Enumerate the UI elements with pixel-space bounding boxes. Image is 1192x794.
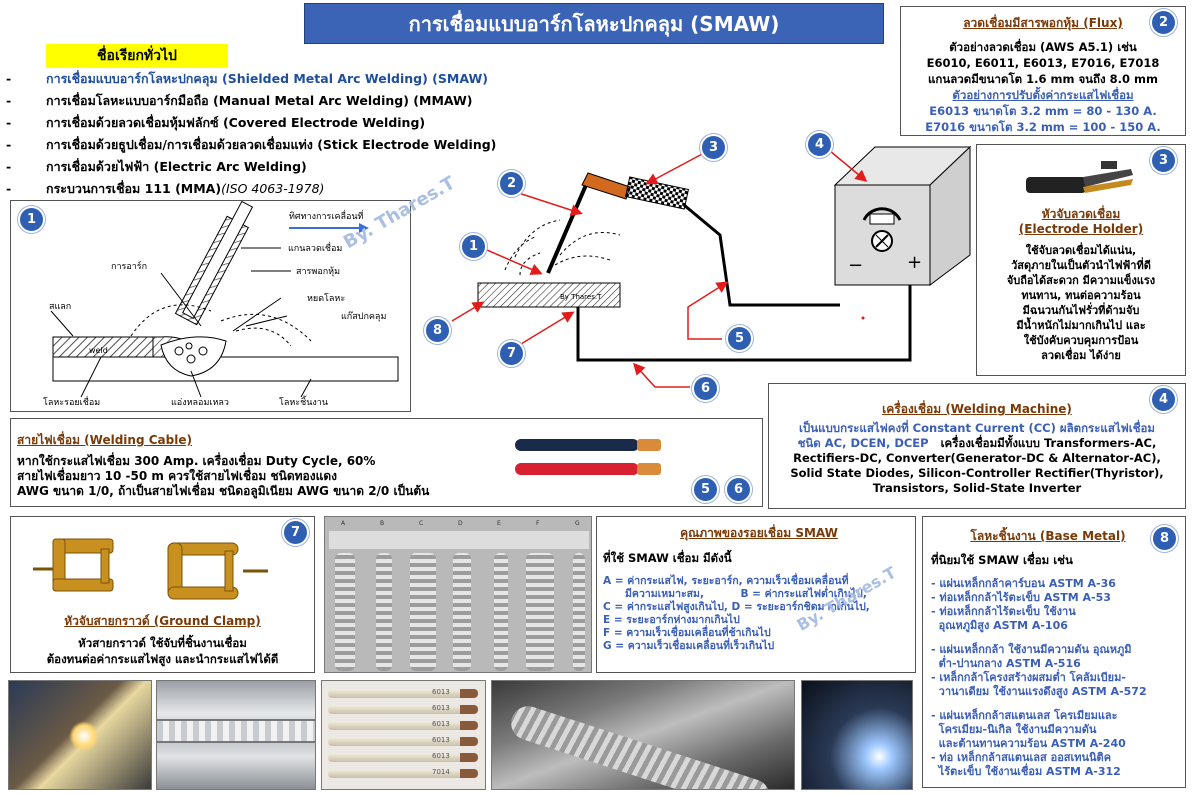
- badge-8: 8: [1151, 525, 1178, 552]
- bead-letter: E: [497, 520, 501, 527]
- workpiece-watermark: By Thares.T: [560, 293, 602, 301]
- weld-bead: [573, 553, 585, 671]
- flux-title: ลวดเชื่อมมีสารพอกหุ้ม (Flux): [963, 16, 1123, 30]
- weld-bead: [526, 553, 554, 671]
- cable-image: [515, 439, 661, 475]
- clamp-title: หัวจับสายกราวด์ (Ground Clamp): [64, 614, 261, 628]
- weld-bead: [410, 553, 436, 671]
- electrode-core-label: แกนลวดเชื่อม: [288, 244, 343, 254]
- badge-1: 1: [18, 206, 45, 233]
- flux-label: สารพอกหุ้ม: [296, 267, 341, 277]
- badge-7: 7: [282, 519, 309, 546]
- arc-label: การอาร์ก: [111, 262, 148, 272]
- base-label: โลหะชิ้นงาน: [279, 398, 328, 408]
- badge-2: 2: [1150, 9, 1177, 36]
- schematic-badge-6: 6: [692, 375, 719, 402]
- badge-6: 6: [725, 476, 752, 503]
- bead-letter: A: [341, 520, 346, 527]
- rod-label: 6013: [432, 752, 450, 760]
- weld-beads-photo: A B C D E F G: [324, 516, 592, 673]
- ground-clamp-panel: หัวจับสายกราวด์ (Ground Clamp) หัวสายกรา…: [10, 516, 315, 673]
- bead-letter: D: [458, 520, 463, 527]
- schematic-badge-1: 1: [460, 233, 487, 260]
- electrode-holder-panel: หัวจับลวดเชื่อม (Electrode Holder) ใช้จั…: [976, 144, 1186, 376]
- electrode-rod: 6013: [328, 704, 478, 714]
- weld-quality-panel: คุณภาพของรอยเชื่อม SMAW ที่ใช้ SMAW เชื่…: [596, 516, 916, 673]
- bead-strips: [325, 549, 591, 672]
- schematic-badge-7: 7: [498, 340, 525, 367]
- welding-machine-panel: เครื่องเชื่อม (Welding Machine) เป็นแบบก…: [768, 383, 1186, 509]
- machine-minus-label: −: [848, 255, 864, 276]
- base-title: โลหะชิ้นงาน (Base Metal): [970, 529, 1126, 543]
- page-title: การเชื่อมแบบอาร์กโลหะปกคลุม (SMAW): [408, 11, 780, 36]
- ground-clamp-image: [32, 538, 268, 600]
- svg-text:weld: weld: [89, 346, 108, 355]
- electrode-rod: 6013: [328, 752, 478, 762]
- rod-label: 6013: [432, 704, 450, 712]
- bead-plate: [329, 531, 589, 549]
- rod-label: 6013: [432, 736, 450, 744]
- weld-bead: [376, 553, 392, 671]
- badge-5: 5: [692, 476, 719, 503]
- common-names-list: -การเชื่อมแบบอาร์กโลหะปกคลุม (Shielded M…: [6, 68, 566, 200]
- bead-letter: F: [536, 520, 540, 527]
- electrode-rod: 7014: [328, 768, 478, 778]
- welding-circuit-diagram: By Thares.T: [451, 145, 972, 388]
- rod-label: 6013: [432, 720, 450, 728]
- holder-title: หัวจับลวดเชื่อม: [1041, 207, 1121, 221]
- schematic-badge-8: 8: [424, 317, 451, 344]
- direction-label: ทิศทางการเคลื่อนที่: [289, 212, 364, 222]
- base-metal-panel: โลหะชิ้นงาน (Base Metal) ที่นิยมใช้ SMAW…: [922, 516, 1186, 788]
- arc-diagram-panel: weld ทิศทางการเคลื่อนที่ แกนลวดเชื่อม กา…: [10, 200, 411, 412]
- badge-3: 3: [1150, 147, 1177, 174]
- pipe-weld-bead-photo: [156, 680, 316, 790]
- electrode-rods-photo: 6013 6013 6013 6013 6013 7014: [321, 680, 486, 790]
- arc-cross-section: weld: [50, 200, 399, 398]
- weld-metal-label: โลหะรอยเชื่อม: [43, 398, 101, 408]
- cable-title: สายไฟเชื่อม (Welding Cable): [17, 433, 192, 447]
- bead-letter: G: [575, 520, 580, 527]
- schematic-badge-5: 5: [726, 325, 753, 352]
- weld-bead: [453, 553, 471, 671]
- bead-letter: B: [380, 520, 385, 527]
- bead-letter: C: [419, 520, 424, 527]
- schematic-badge-4: 4: [806, 131, 833, 158]
- electrode-rod: 6013: [328, 720, 478, 730]
- electrode-rod: 6013: [328, 688, 478, 698]
- weld-bead: [335, 553, 355, 671]
- list-item: -การเชื่อมแบบอาร์กโลหะปกคลุม (Shielded M…: [6, 71, 488, 86]
- machine-title: เครื่องเชื่อม (Welding Machine): [882, 402, 1072, 416]
- list-item: -การเชื่อมด้วยลวดเชื่อมหุ้มฟลักซ์ (Cover…: [6, 115, 426, 130]
- machine-plus-label: +: [907, 252, 923, 273]
- slag-label: สแลก: [49, 302, 72, 312]
- weld-bead: [494, 553, 508, 671]
- electrode-rod: 6013: [328, 736, 478, 746]
- welding-cable-panel: สายไฟเชื่อม (Welding Cable) หากใช้กระแสไ…: [10, 418, 763, 507]
- badge-4: 4: [1150, 386, 1177, 413]
- rod-label: 6013: [432, 688, 450, 696]
- bead-letters: A B C D E F G: [325, 520, 591, 530]
- welder-at-work-photo: [801, 680, 913, 790]
- common-names-heading: ชื่อเรียกทั่วไป: [46, 44, 228, 68]
- quality-title: คุณภาพของรอยเชื่อม SMAW: [680, 526, 838, 540]
- electrode-holder-image: [1026, 161, 1133, 193]
- list-item: -การเชื่อมโลหะแบบอาร์กมือถือ (Manual Met…: [6, 93, 473, 108]
- droplet-label: หยดโลหะ: [307, 294, 346, 304]
- flux-panel: ลวดเชื่อมมีสารพอกหุ้ม (Flux) ตัวอย่างลวด…: [900, 6, 1186, 136]
- page-title-bar: การเชื่อมแบบอาร์กโลหะปกคลุม (SMAW): [304, 3, 884, 44]
- schematic-badge-3: 3: [700, 134, 727, 161]
- list-item: -การเชื่อมด้วยไฟฟ้า (Electric Arc Weldin…: [6, 159, 307, 174]
- list-item: -กระบวนการเชื่อม 111 (MMA)(ISO 4063-1978…: [6, 181, 325, 196]
- fillet-weld-photo: [491, 680, 795, 790]
- shield-gas-label: แก๊สปกคลุม: [341, 312, 387, 322]
- rod-label: 7014: [432, 768, 450, 776]
- schematic-badge-2: 2: [498, 170, 525, 197]
- pool-label: แอ่งหลอมเหลว: [171, 398, 229, 408]
- pipe-welding-photo: [8, 680, 152, 790]
- list-item: -การเชื่อมด้วยธูปเชื่อม/การเชื่อมด้วยลวด…: [6, 137, 497, 152]
